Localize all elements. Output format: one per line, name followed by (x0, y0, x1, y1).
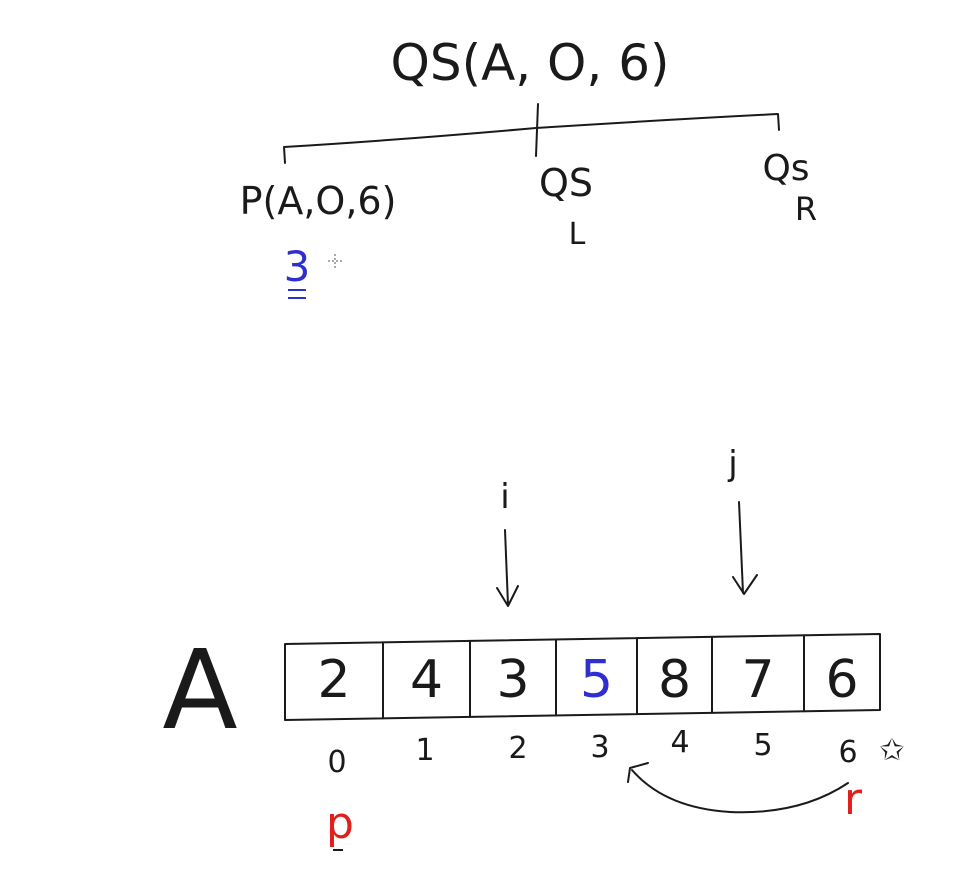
array-frame (284, 633, 881, 721)
left-qs-label: QS (539, 161, 593, 205)
array-cell-value: 8 (658, 650, 691, 710)
pointer-i-label: i (500, 477, 509, 517)
array-index-label: 4 (670, 725, 689, 760)
array-name-label: A (162, 626, 237, 754)
array-index-label: 3 (590, 730, 609, 765)
root-call-label: QS(A, O, 6) (390, 34, 669, 92)
array-index-label: 6 (838, 735, 857, 770)
array-cell-value: 4 (410, 650, 443, 710)
pointer-i-arrow (496, 529, 519, 607)
array-cell-value: 5 (580, 650, 613, 710)
p-label: p (326, 798, 354, 849)
cursor-crosshair-icon (328, 254, 342, 268)
array-index-label: 2 (508, 731, 527, 766)
array-index-label: 5 (753, 728, 772, 763)
partition-result: 3 (284, 242, 311, 291)
partition-result-underline (288, 289, 306, 299)
array-cell-value: 6 (825, 650, 858, 710)
array-index-row: 0 1 2 3 4 5 6 (327, 725, 857, 780)
pointer-j-label: j (727, 444, 737, 484)
right-qs-label: Qs (762, 148, 809, 189)
array-cell-value: 7 (741, 650, 774, 710)
tree-stem (535, 103, 539, 157)
r-label: r (844, 774, 863, 825)
array-index-label: 0 (327, 745, 346, 780)
left-qs-sub: L (569, 217, 586, 252)
swap-arrow (627, 762, 849, 814)
pointer-j-arrow (732, 501, 758, 595)
partition-call-label: P(A,O,6) (240, 179, 397, 223)
array-cell-value: 2 (317, 650, 350, 710)
array-index-label: 1 (415, 733, 434, 768)
array-cell-value: 3 (496, 650, 529, 710)
right-qs-sub: R (795, 190, 817, 228)
pivot-star-icon: ✩ (879, 733, 904, 768)
tree-bracket (283, 113, 780, 164)
